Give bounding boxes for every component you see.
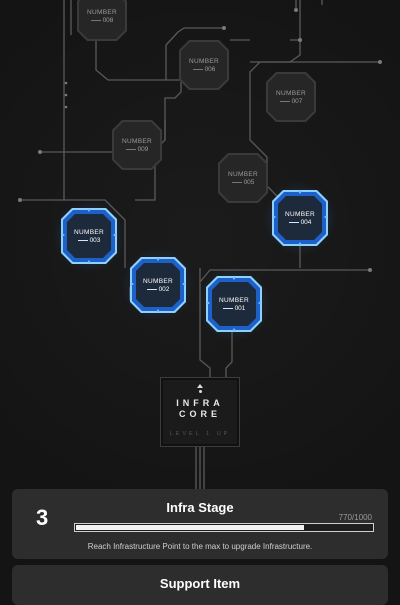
node-006[interactable]: NUMBER 006 <box>181 42 227 88</box>
node-005[interactable]: NUMBER 005 <box>220 155 266 201</box>
stage-description: Reach Infrastructure Point to the max to… <box>87 542 313 551</box>
stage-progress-bar <box>74 523 374 532</box>
node-label: NUMBER <box>228 170 258 178</box>
core-caption: LEVEL 1 UP <box>169 431 231 437</box>
node-007[interactable]: NUMBER 007 <box>268 74 314 120</box>
node-label: NUMBER <box>189 57 219 65</box>
node-label: NUMBER <box>285 210 315 218</box>
arrow-up-icon <box>197 384 203 388</box>
arrow-up-icon <box>156 309 160 312</box>
node-number: 007 <box>280 98 303 105</box>
node-002-active[interactable]: NUMBER 002 <box>121 248 195 322</box>
node-label: NUMBER <box>87 8 117 16</box>
node-003-active[interactable]: NUMBER 003 <box>52 199 126 273</box>
stage-title: Infra Stage <box>166 500 234 515</box>
arrow-left-icon <box>324 215 327 219</box>
node-number: 004 <box>289 219 312 226</box>
node-number: 002 <box>147 286 170 293</box>
node-number: 006 <box>193 66 216 73</box>
node-label: NUMBER <box>219 296 249 304</box>
arrow-right-icon <box>273 215 276 219</box>
node-label: NUMBER <box>122 137 152 145</box>
stage-progress-fill <box>76 525 304 530</box>
arrow-up-icon <box>232 328 236 331</box>
arrow-down-icon <box>87 209 91 212</box>
node-008[interactable]: NUMBER 008 <box>79 0 125 39</box>
core-title-line2: CORE <box>178 409 221 419</box>
dot-icon <box>199 390 202 393</box>
node-001-active[interactable]: NUMBER 001 <box>197 267 271 341</box>
node-number: 003 <box>78 237 101 244</box>
support-item-label: Support Item <box>159 576 241 591</box>
infra-stage-panel: 3 Infra Stage 770/1000 Reach Infrastruct… <box>12 489 388 559</box>
arrow-left-icon <box>258 301 261 305</box>
arrow-right-icon <box>62 233 65 237</box>
arrow-down-icon <box>232 277 236 280</box>
arrow-up-icon <box>87 260 91 263</box>
node-number: 008 <box>91 17 114 24</box>
node-label: NUMBER <box>74 228 104 236</box>
node-004-active[interactable]: NUMBER 004 <box>263 181 337 255</box>
arrow-up-icon <box>298 242 302 245</box>
arrow-left-icon <box>113 233 116 237</box>
core-title-line1: INFRA <box>176 398 224 408</box>
node-label: NUMBER <box>143 277 173 285</box>
node-009[interactable]: NUMBER 009 <box>114 122 160 168</box>
arrow-left-icon <box>182 282 185 286</box>
arrow-down-icon <box>156 258 160 261</box>
stage-level: 3 <box>36 505 49 530</box>
support-item-button[interactable]: Support Item <box>12 565 388 605</box>
arrow-down-icon <box>298 191 302 194</box>
arrow-right-icon <box>207 301 210 305</box>
node-number: 001 <box>223 305 246 312</box>
node-number: 009 <box>126 146 149 153</box>
stage-progress-text: 770/1000 <box>338 513 372 522</box>
arrow-right-icon <box>131 282 134 286</box>
node-label: NUMBER <box>276 89 306 97</box>
infra-core[interactable]: INFRA CORE LEVEL 1 UP <box>160 377 240 447</box>
node-number: 005 <box>232 179 255 186</box>
